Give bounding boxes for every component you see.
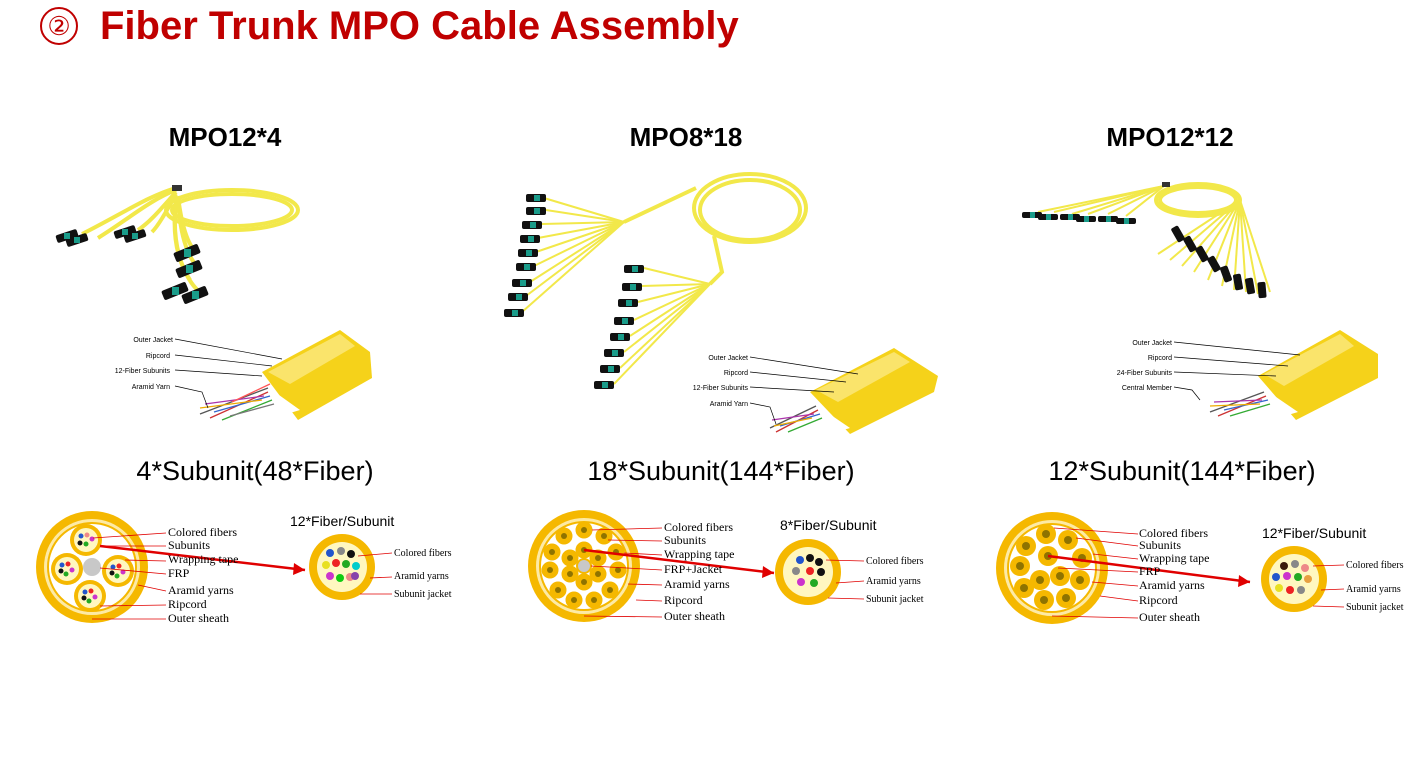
callout-aramid-yarn: Aramid Yarn [132, 384, 170, 391]
label-subunits: Subunits [664, 533, 706, 547]
subunit-label-jacket: Subunit jacket [866, 594, 924, 605]
column-subtitle: 12*Subunit(144*Fiber) [1048, 456, 1316, 486]
label-subunits: Subunits [1139, 538, 1181, 552]
cross-section-diagram: Colored fibers Subunits Wrapping tape FR… [528, 510, 924, 623]
label-colored-fibers: Colored fibers [168, 525, 237, 539]
label-frp-jacket: FRP+Jacket [664, 562, 723, 576]
column-subtitle: 18*Subunit(144*Fiber) [587, 456, 855, 486]
callout-ripcord: Ripcord [1148, 355, 1172, 362]
subunit-label-aramid-yarns: Aramid yarns [394, 571, 449, 582]
label-aramid-yarns: Aramid yarns [664, 577, 730, 591]
label-wrapping-tape: Wrapping tape [1139, 551, 1210, 565]
page-title: ② Fiber Trunk MPO Cable Assembly [40, 4, 739, 48]
column-heading: MPO12*12 [1106, 122, 1234, 152]
callout-ripcord: Ripcord [724, 370, 748, 377]
subunit-fiber-dots [792, 554, 825, 587]
label-wrapping-tape: Wrapping tape [664, 547, 735, 561]
subunit-label-aramid-yarns: Aramid yarns [866, 576, 921, 587]
callout-subunits: 12-Fiber Subunits [693, 385, 749, 392]
subunit-label-jacket: Subunit jacket [394, 589, 452, 600]
cross-section-diagram: Colored fibers Subunits Wrapping tape FR… [996, 512, 1404, 624]
subunit-title: 12*Fiber/Subunit [1262, 525, 1366, 541]
callout-subunits: 24-Fiber Subunits [1117, 370, 1173, 377]
label-colored-fibers: Colored fibers [664, 520, 733, 534]
callout-subunits: 12-Fiber Subunits [115, 368, 171, 375]
column-heading: MPO8*18 [629, 122, 743, 152]
subunit-label-jacket: Subunit jacket [1346, 602, 1404, 613]
subunit-title: 8*Fiber/Subunit [780, 517, 877, 533]
page-title-text: Fiber Trunk MPO Cable Assembly [100, 3, 739, 48]
section-number: ② [40, 7, 78, 45]
column-subtitle: 4*Subunit(48*Fiber) [136, 456, 374, 486]
subunit-group [51, 524, 134, 612]
callout-aramid-yarn: Aramid Yarn [710, 401, 748, 408]
label-ripcord: Ripcord [664, 593, 703, 607]
subunit-group [1010, 524, 1092, 610]
column-heading: MPO12*4 [168, 122, 282, 152]
cable-assembly-image: Outer Jacket Ripcord 12-Fiber Subunits A… [55, 185, 372, 421]
subunit-title: 12*Fiber/Subunit [290, 513, 394, 529]
label-wrapping-tape: Wrapping tape [168, 552, 239, 566]
label-subunits: Subunits [168, 538, 210, 552]
callout-outer-jacket: Outer Jacket [708, 355, 748, 362]
subunit-fiber-dots [1272, 560, 1312, 594]
column-mpo12x12: MPO12*12 [948, 0, 1422, 757]
label-outer-sheath: Outer sheath [168, 611, 229, 625]
subunit-label-colored-fibers: Colored fibers [394, 548, 452, 559]
subunit-label-aramid-yarns: Aramid yarns [1346, 584, 1401, 595]
label-frp: FRP [168, 566, 190, 580]
label-frp: FRP [1139, 564, 1161, 578]
label-outer-sheath: Outer sheath [1139, 610, 1200, 624]
label-colored-fibers: Colored fibers [1139, 526, 1208, 540]
cable-assembly-image: Outer Jacket Ripcord 24-Fiber Subunits C… [1022, 182, 1378, 420]
subunit-fiber-dots [322, 547, 360, 582]
label-aramid-yarns: Aramid yarns [168, 583, 234, 597]
callout-outer-jacket: Outer Jacket [133, 337, 173, 344]
callout-central-member: Central Member [1122, 385, 1173, 392]
subunit-label-colored-fibers: Colored fibers [1346, 560, 1404, 571]
cable-assembly-image: Outer Jacket Ripcord 12-Fiber Subunits A… [504, 172, 938, 434]
callout-outer-jacket: Outer Jacket [1132, 340, 1172, 347]
label-ripcord: Ripcord [1139, 593, 1178, 607]
column-mpo12x4: MPO12*4 [0, 0, 474, 757]
column-mpo8x18: MPO8*18 [474, 0, 948, 757]
fiber-dots [58, 532, 126, 604]
label-outer-sheath: Outer sheath [664, 609, 725, 623]
label-ripcord: Ripcord [168, 597, 207, 611]
label-aramid-yarns: Aramid yarns [1139, 578, 1205, 592]
callout-ripcord: Ripcord [146, 353, 170, 360]
cross-section-diagram: Colored fibers Subunits Wrapping tape FR… [36, 511, 452, 625]
subunit-label-colored-fibers: Colored fibers [866, 556, 924, 567]
